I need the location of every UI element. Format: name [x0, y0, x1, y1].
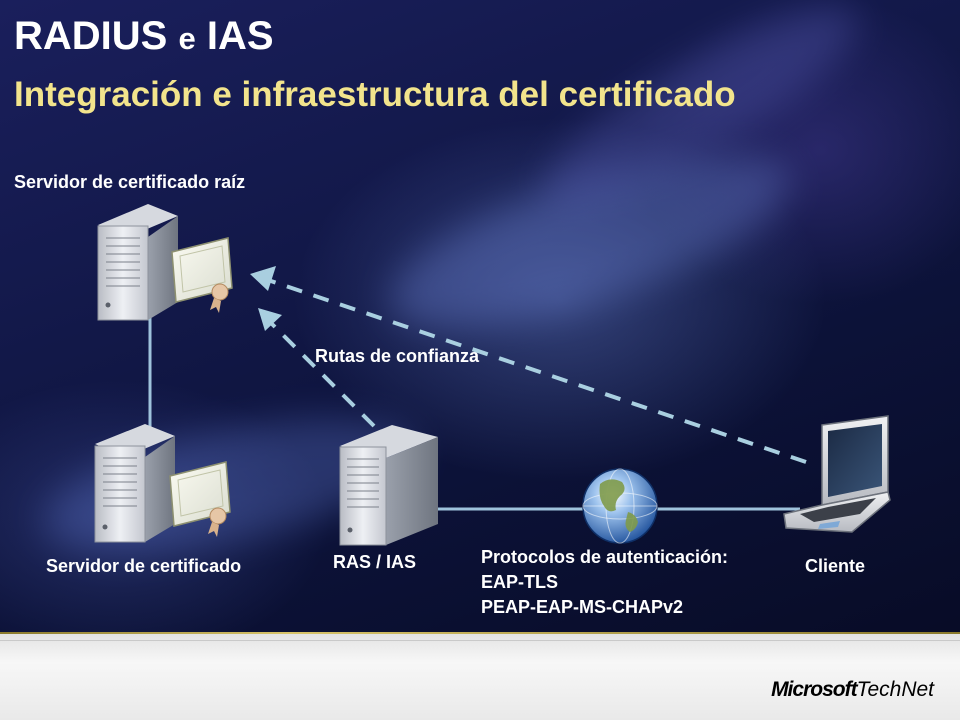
- microsoft-technet-logo: MicrosoftTechNet: [771, 678, 934, 702]
- protocols-heading: Protocolos de autenticación:: [481, 547, 729, 567]
- protocol-item: PEAP-EAP-MS-CHAPv2: [481, 597, 684, 617]
- globe-icon: [582, 468, 658, 544]
- ras-ias-server-icon: [339, 425, 438, 546]
- footer-rule: [0, 632, 960, 634]
- root-server-icon: [97, 204, 178, 321]
- footer-divider: [0, 640, 960, 641]
- title-ias: IAS: [206, 14, 274, 58]
- trust-path-arrowhead: [258, 308, 282, 331]
- slide-subtitle: Integración e infraestructura del certif…: [14, 75, 736, 114]
- cert-server-icon: [94, 424, 175, 543]
- protocol-item: EAP-TLS: [481, 572, 559, 592]
- trust-path-ras-to-root: [268, 320, 376, 428]
- client-label: Cliente: [805, 556, 866, 576]
- protocols-block: Protocolos de autenticación: EAP-TLS PEA…: [481, 545, 728, 620]
- laptop-icon: [783, 415, 891, 533]
- root-server-label: Servidor de certificado raíz: [14, 172, 246, 192]
- root-certificate-icon: [171, 237, 233, 313]
- brand-product: TechNet: [856, 678, 934, 701]
- title-conjunction: e: [178, 21, 196, 56]
- brand-company: Microsoft: [771, 678, 857, 701]
- trust-path-arrowhead: [250, 266, 276, 291]
- cert-server-label: Servidor de certificado: [46, 556, 242, 576]
- title-radius: RADIUS: [14, 14, 168, 58]
- certificate-icon: [169, 461, 231, 537]
- footer-bar: [0, 632, 960, 720]
- trust-path-client-to-root: [267, 278, 807, 464]
- slide-title: RADIUS e IAS: [14, 14, 274, 59]
- trust-paths-label: Rutas de confianza: [315, 346, 480, 366]
- ras-ias-label: RAS / IAS: [333, 552, 417, 572]
